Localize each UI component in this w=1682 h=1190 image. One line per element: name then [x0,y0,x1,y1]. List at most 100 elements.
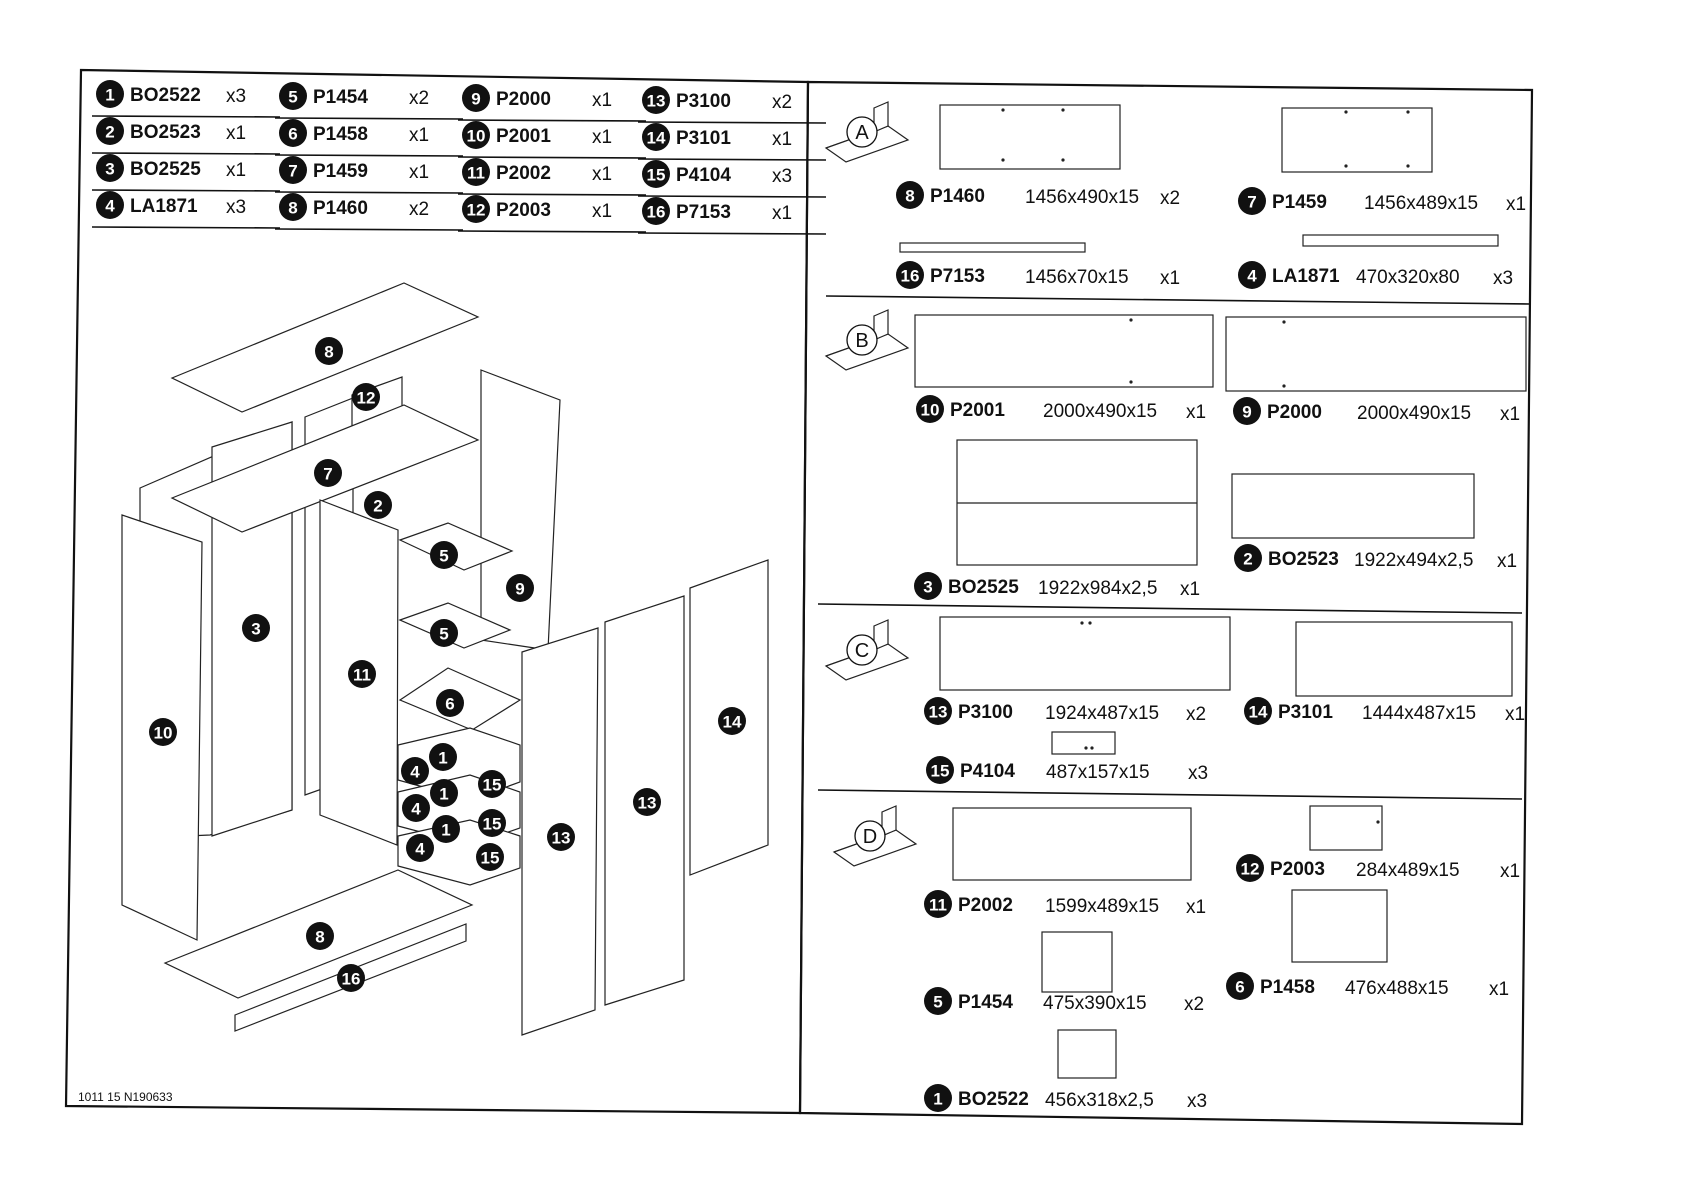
exploded-callout-5: 5 [430,619,458,647]
number-badge-text: 7 [288,162,297,181]
part-spec-code: P2002 [958,895,1013,916]
part-spec-qty: x1 [1489,979,1509,1000]
part-spec-code: P2000 [1267,402,1322,423]
hole-dot [1129,380,1133,384]
number-badge [642,197,670,225]
part-number-badge: 12 [462,195,490,223]
part-spec-code: P2003 [1270,859,1325,880]
number-badge-text: 11 [929,896,947,915]
number-badge [924,1084,952,1112]
exploded-callout-13: 13 [547,823,575,851]
number-badge [642,123,670,151]
number-badge [306,922,334,950]
side-panel-p2000 [480,369,561,651]
part-code: LA1871 [130,196,198,217]
part-code: P2001 [496,126,551,147]
number-badge [401,757,429,785]
panel-p3101-drawing [1295,621,1513,697]
number-badge-text: 6 [288,125,297,144]
part-spec-dims: 487x157x15 [1046,762,1150,783]
table-rule [457,230,647,233]
exploded-callout-1: 1 [429,743,457,771]
part-spec-badge: 11 [924,890,952,918]
number-badge-text: 4 [415,840,425,859]
part-spec-code: P3100 [958,702,1013,723]
part-qty: x1 [226,160,246,181]
part-number-badge: 13 [642,86,670,114]
number-badge [96,80,124,108]
number-badge [642,86,670,114]
exploded-callout-11: 11 [348,660,376,688]
number-badge [406,834,434,862]
part-code: P1454 [313,87,368,108]
part-spec-badge: 10 [916,395,944,423]
number-badge-text: 9 [1242,403,1251,422]
panel-la1871-drawing [1302,234,1499,247]
part-qty: x1 [592,127,612,148]
part-number-badge: 4 [96,191,124,219]
number-badge [896,261,924,289]
number-badge [1233,397,1261,425]
table-rule [274,117,464,120]
part-spec-code: BO2523 [1268,549,1339,570]
number-badge-text: 14 [1249,703,1268,722]
table-rule [274,228,464,231]
number-badge [462,158,490,186]
part-spec-qty: x3 [1188,763,1208,784]
number-badge [364,491,392,519]
number-badge-text: 3 [105,160,114,179]
table-rule [91,189,281,192]
number-badge [718,707,746,735]
part-qty: x1 [592,201,612,222]
part-spec-dims: 1599x489x15 [1045,896,1159,917]
part-spec-badge: 2 [1234,544,1262,572]
panel-p7153-drawing [899,242,1086,253]
table-rule [91,115,281,118]
panel-p4104-drawing [1051,731,1116,755]
part-spec-dims: 456x318x2,5 [1045,1090,1154,1111]
hole-dot [1376,820,1380,824]
part-spec-qty: x2 [1160,188,1180,209]
part-code: P3101 [676,128,731,149]
number-badge-text: 1 [105,86,114,105]
part-code: P2000 [496,89,551,110]
panel-p2002-drawing [952,807,1192,881]
part-spec-dims: 470x320x80 [1356,267,1460,288]
part-number-badge: 6 [279,119,307,147]
number-badge [1236,854,1264,882]
table-rule [274,191,464,194]
part-code: P7153 [676,202,731,223]
number-badge [924,697,952,725]
number-badge-text: 10 [154,724,173,743]
part-spec-badge: 7 [1238,187,1266,215]
part-number-badge: 7 [279,156,307,184]
part-spec-badge: 15 [926,756,954,784]
footer-code: 1011 15 N190633 [78,1090,173,1104]
number-badge [432,815,460,843]
number-badge-text: 3 [923,578,932,597]
number-badge-text: 5 [933,993,942,1012]
exploded-callout-12: 12 [352,383,380,411]
hole-dot [1080,621,1084,625]
number-badge [924,987,952,1015]
number-badge-text: 14 [723,713,742,732]
part-spec-dims: 284x489x15 [1356,860,1460,881]
number-badge [337,964,365,992]
part-number-badge: 3 [96,154,124,182]
part-spec-badge: 14 [1244,697,1272,725]
part-qty: x1 [592,164,612,185]
number-badge [1238,187,1266,215]
part-spec-dims: 2000x490x15 [1357,403,1471,424]
part-spec-qty: x3 [1493,268,1513,289]
